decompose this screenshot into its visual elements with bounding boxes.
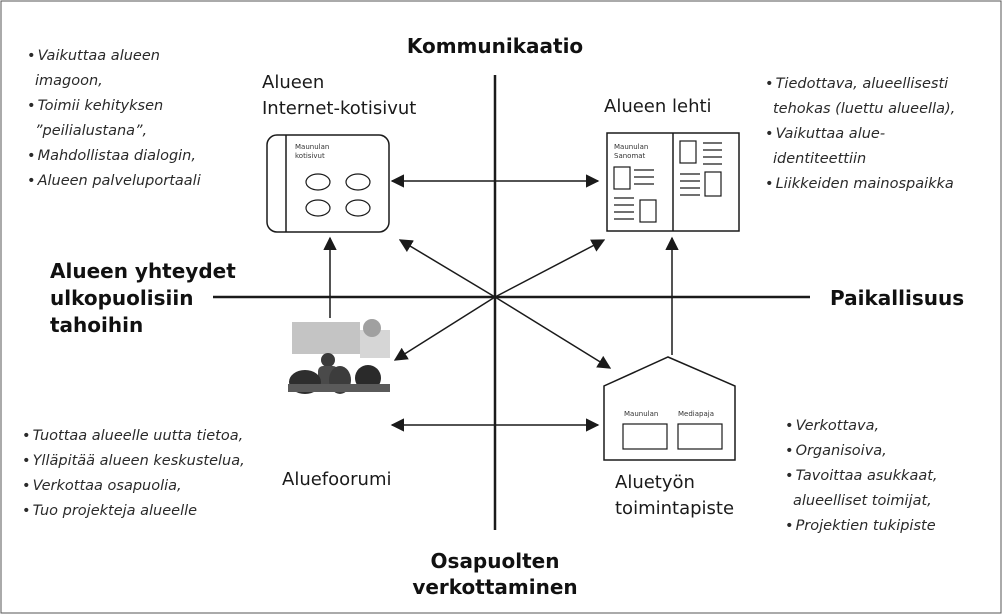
bullet-item: Ylläpitää alueen keskustelua,	[22, 449, 245, 474]
bullet-item: Tuottaa alueelle uutta tietoa,	[22, 424, 245, 449]
bullet-item: alueelliset toimijat,	[793, 493, 932, 509]
bullet-item: Projektien tukipiste	[785, 514, 938, 539]
node-label-toimintapiste-line-2: toimintapiste	[615, 498, 735, 519]
node-label-lehti: Alueen lehti	[604, 96, 712, 117]
bullet-item: tehokas (luettu alueella),	[773, 101, 956, 117]
building-inner-text-left: Maunulan	[624, 410, 659, 418]
node-label-toimintapiste-line-1: Aluetyön	[615, 472, 695, 493]
bullet-item: Tuo projekteja alueelle	[22, 499, 245, 524]
website-inner-text: Maunulan kotisivut	[295, 143, 329, 161]
website-icon	[266, 134, 390, 233]
node-label-toimintapiste: Aluetyön toimintapiste	[615, 470, 734, 522]
bullet-list-bottom-right: Verkottava,Organisoiva,Tavoittaa asukkaa…	[785, 414, 938, 539]
bullet-item: Organisoiva,	[785, 439, 938, 464]
newspaper-inner-text-line-2: Sanomat	[614, 152, 646, 160]
website-inner-text-line-2: kotisivut	[295, 152, 325, 160]
arrow-diagonal-lower-right	[494, 296, 612, 369]
axis-label-bottom: Osapuolten verkottaminen	[400, 548, 590, 600]
bullet-list-top-right: Tiedottava, alueellisesti tehokas (luettu…	[765, 72, 955, 197]
bullet-item: Alueen palveluportaali	[27, 169, 201, 194]
bullet-item: Mahdollistaa dialogin,	[27, 144, 201, 169]
node-label-foorumi: Aluefoorumi	[282, 469, 392, 490]
axis-label-left-line-1: Alueen yhteydet	[50, 259, 236, 283]
bullet-item: Vaikuttaa alue-	[765, 122, 955, 147]
bullet-item: Verkottava,	[785, 414, 938, 439]
newspaper-inner-text-line-1: Maunulan	[614, 143, 649, 151]
bullet-item: ”peilialustana”,	[35, 123, 148, 139]
node-label-internet-line-1: Alueen	[262, 72, 325, 93]
bullet-list-top-left: Vaikuttaa alueen imagoon, Toimii kehitykse…	[27, 44, 201, 194]
bullet-item: Verkottaa osapuolia,	[22, 474, 245, 499]
people-photo	[288, 318, 390, 394]
building-icon	[603, 356, 736, 461]
bullet-item: Tiedottava, alueellisesti	[765, 72, 955, 97]
axis-label-left-line-2: ulkopuolisiin	[50, 286, 194, 310]
building-inner-text-right: Mediapaja	[678, 410, 714, 418]
node-label-internet-line-2: Internet-kotisivut	[262, 98, 417, 119]
newspaper-icon	[606, 132, 740, 232]
axis-label-left: Alueen yhteydet ulkopuolisiin tahoihin	[50, 258, 260, 339]
newspaper-inner-text: Maunulan Sanomat	[614, 143, 648, 161]
arrow-diagonal-upper-right	[494, 239, 606, 298]
arrow-diagonal-lower-left	[393, 296, 496, 361]
bullet-item: Tavoittaa asukkaat,	[785, 464, 938, 489]
bullet-item: imagoon,	[35, 73, 103, 89]
bullet-item: identiteettiin	[773, 151, 867, 167]
website-inner-text-line-1: Maunulan	[295, 143, 330, 151]
bullet-item: Liikkeiden mainospaikka	[765, 172, 955, 197]
bullet-list-bottom-left: Tuottaa alueelle uutta tietoa,Ylläpitää …	[22, 424, 245, 524]
axis-label-bottom-line-1: Osapuolten	[430, 549, 560, 573]
node-label-internet: Alueen Internet-kotisivut	[262, 70, 416, 122]
bullet-item: Vaikuttaa alueen	[27, 44, 201, 69]
axis-label-bottom-line-2: verkottaminen	[412, 575, 578, 599]
arrow-diagonal-upper-left	[398, 239, 496, 298]
bullet-item: Toimii kehityksen	[27, 94, 201, 119]
axis-label-top: Kommunikaatio	[406, 34, 584, 58]
axis-label-left-line-3: tahoihin	[50, 313, 144, 337]
axis-label-right: Paikallisuus	[830, 286, 965, 310]
